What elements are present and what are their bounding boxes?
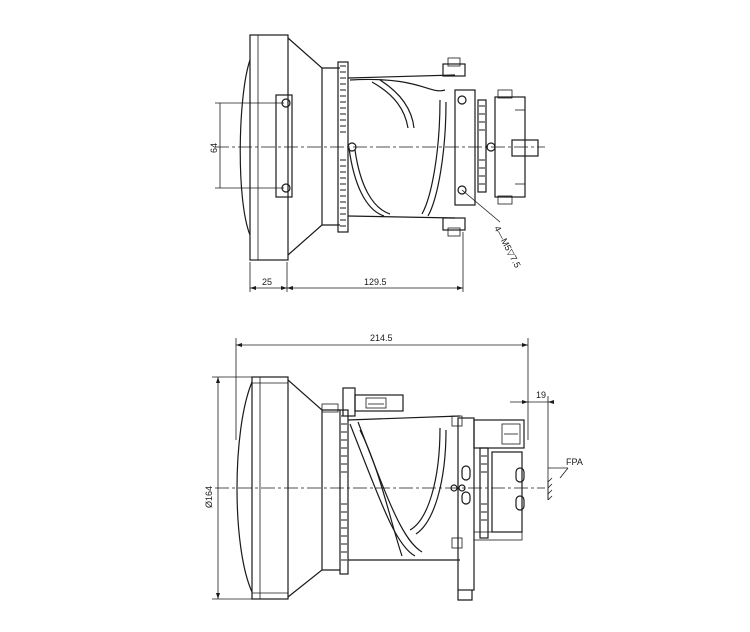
dim-total-length: 214.5 xyxy=(370,333,393,343)
screw-icon xyxy=(457,95,467,105)
side-front-flange xyxy=(251,376,289,600)
screw-icon xyxy=(457,185,467,195)
side-rear-bracket xyxy=(457,417,475,591)
side-barrel xyxy=(347,415,461,421)
top-connector xyxy=(511,139,539,157)
side-slot xyxy=(515,467,525,483)
side-view xyxy=(215,376,545,601)
side-focus-ring xyxy=(339,409,349,575)
dim-back-focal: 19 xyxy=(536,390,546,400)
side-front-lens xyxy=(236,381,253,593)
side-connector xyxy=(354,394,404,412)
top-clamp xyxy=(442,217,466,231)
top-rear-ring xyxy=(477,99,487,193)
dim-diameter: Ø164 xyxy=(204,486,214,508)
side-cone xyxy=(287,379,323,598)
side-top-bracket xyxy=(342,387,356,417)
top-barrel xyxy=(347,74,456,79)
dim-hole-spacing: 64 xyxy=(209,143,219,153)
top-rear-bracket xyxy=(454,89,476,206)
top-view xyxy=(215,34,545,261)
cam-slot xyxy=(371,81,409,129)
top-cone xyxy=(287,37,323,256)
side-slot xyxy=(515,495,525,511)
side-dimensions: 214.5 19 Ø164 FPA xyxy=(204,333,583,600)
cam-pin-icon xyxy=(347,142,357,152)
cam-slot xyxy=(349,423,416,557)
cam-slot xyxy=(354,149,391,215)
cam-slot xyxy=(409,427,441,531)
dim-body: 129.5 xyxy=(364,277,387,287)
dim-flange: 25 xyxy=(262,277,272,287)
fpa-label: FPA xyxy=(566,457,583,467)
side-rear-ring xyxy=(479,447,489,539)
side-detector xyxy=(491,451,523,533)
top-front-flange xyxy=(249,34,289,261)
thread-callout: 4—M5▽7.5 xyxy=(492,224,522,269)
thread-leader xyxy=(461,189,501,223)
top-mount-plate xyxy=(275,94,293,198)
top-motor xyxy=(494,96,526,198)
side-top-module xyxy=(473,419,525,449)
top-front-lens xyxy=(239,59,251,236)
top-clamp xyxy=(442,63,466,77)
cam-slot xyxy=(359,429,403,557)
cam-slot xyxy=(421,99,441,215)
